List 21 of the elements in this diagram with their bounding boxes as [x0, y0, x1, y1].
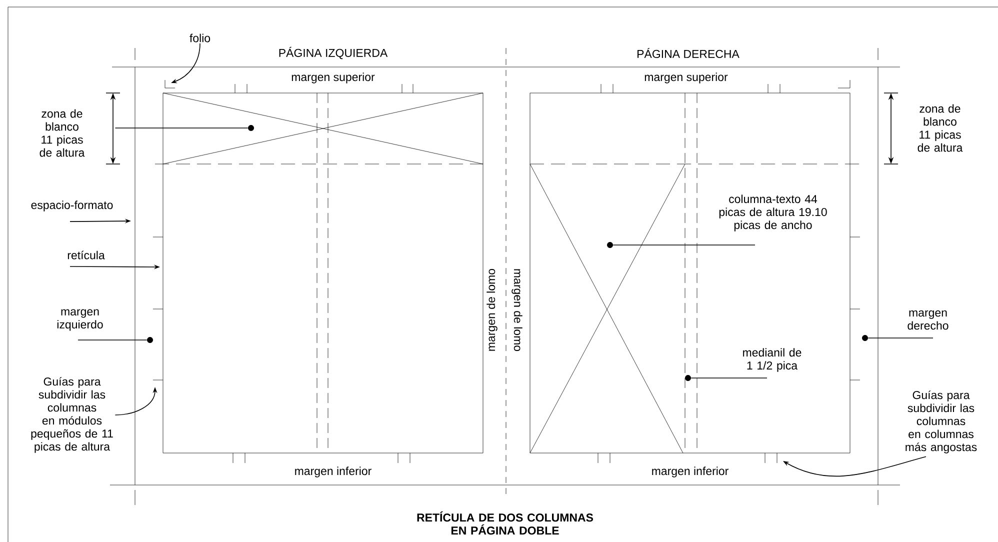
callout-text: zona de blanco 11 picas de altura — [40, 109, 85, 157]
callout-text: columna-texto 44 picas de altura 19.10 picas de ancho — [719, 194, 827, 232]
margin-label: margen superior — [292, 72, 375, 84]
callout-text: margen derecho — [908, 310, 948, 330]
callout-text: folio — [190, 34, 210, 42]
page-heading: PÁGINA IZQUIERDA — [279, 46, 388, 60]
caption: RETÍCULA DE DOS COLUMNAS EN PÁGINA DOBLE — [417, 511, 594, 535]
margin-label: margen superior — [644, 72, 728, 84]
page-heading: PÁGINA DERECHA — [638, 48, 740, 58]
leader-line — [612, 244, 756, 246]
margin-label: margen inferior — [295, 466, 372, 478]
callout-text: Guías para subdividir las columnas en módulos pequeños de 11 picas de altura — [31, 377, 113, 453]
callout-text: retícula — [68, 250, 105, 260]
dimension-label: zona de blanco 11 picas de altura — [918, 104, 963, 152]
margin-label: margen inferior — [652, 466, 728, 478]
margin-label: margen de lomo — [512, 269, 522, 352]
callout-text: medianil de 1 1/2 pica — [743, 348, 802, 372]
margin-label: margen de lomo — [486, 268, 498, 351]
callout-text: margen izquierdo — [57, 309, 103, 331]
callout-text: Guías para subdividir las columnas en columnas más angostas — [906, 390, 977, 454]
callout-text: espacio-formato — [31, 200, 113, 212]
